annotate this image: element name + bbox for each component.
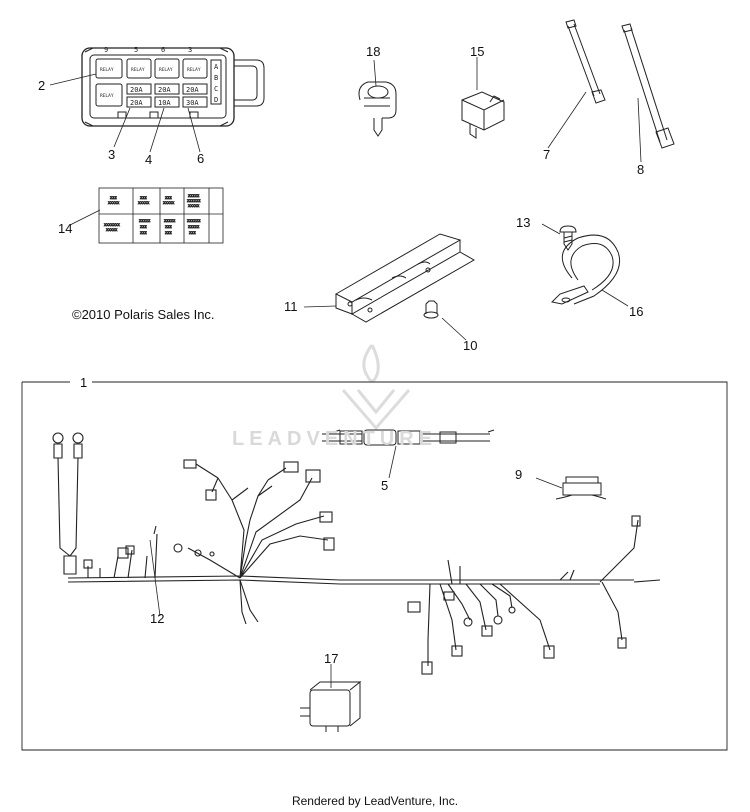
callout-3[interactable]: 3: [108, 147, 116, 162]
fuse-box-num-1: 5: [134, 46, 138, 54]
svg-text:ZZZ: ZZZ: [165, 225, 173, 229]
relay-label-4: RELAY: [100, 93, 114, 99]
fuse-box-num-2: 6: [161, 46, 165, 54]
svg-text:ZZZ: ZZZ: [165, 231, 173, 235]
circuit-breaker[interactable]: [555, 476, 607, 500]
svg-text:XXXXX: XXXXX: [106, 228, 118, 232]
callout-15[interactable]: 15: [470, 44, 485, 59]
callout-5[interactable]: 5: [381, 478, 389, 493]
relay-label-3: RELAY: [187, 67, 201, 73]
callout-8[interactable]: 8: [637, 162, 645, 177]
svg-text:XXXXX: XXXXX: [188, 204, 200, 208]
fuse-box-text: 9 5 6 3 RELAY RELAY RELAY RELAY RELAY 20…: [100, 46, 219, 107]
row-letter-a: A: [214, 63, 219, 71]
svg-text:ZZZZZZ: ZZZZZZ: [187, 199, 201, 203]
svg-text:ZZZ: ZZZ: [140, 225, 148, 229]
mounting-bracket[interactable]: [334, 233, 476, 323]
row-letter-c: C: [214, 85, 218, 93]
fuse-box-num-0: 9: [104, 46, 108, 54]
row-letter-b: B: [214, 74, 218, 82]
harness-clip[interactable]: [358, 81, 397, 137]
svg-text:ZZZ: ZZZ: [165, 196, 173, 200]
fuse-rating-0: 20A: [130, 86, 143, 94]
fuse-rating-5: 30A: [186, 99, 199, 107]
p-clamp[interactable]: [550, 234, 620, 305]
kit-border: [21, 381, 728, 751]
fuse-rating-1: 20A: [158, 86, 171, 94]
relay[interactable]: [300, 680, 362, 732]
callout-2[interactable]: 2: [38, 78, 46, 93]
copyright-text: ©2010 Polaris Sales Inc.: [72, 307, 215, 322]
watermark-text: LEADVENTURE: [232, 428, 438, 450]
svg-text:ZZZ: ZZZ: [140, 196, 148, 200]
screw[interactable]: [559, 225, 577, 251]
row-letter-d: D: [214, 96, 218, 104]
callout-13[interactable]: 13: [516, 215, 531, 230]
relay-label-1: RELAY: [131, 67, 145, 73]
callout-7[interactable]: 7: [543, 147, 551, 162]
relay-label-0: RELAY: [100, 67, 114, 73]
fuse-box[interactable]: [81, 47, 265, 127]
svg-text:XXXXX: XXXXX: [108, 201, 120, 205]
callout-11[interactable]: 11: [284, 299, 298, 314]
relay-label-2: RELAY: [159, 67, 173, 73]
callout-1[interactable]: 1: [80, 375, 88, 390]
leadventure-logo-watermark: [341, 344, 411, 431]
svg-text:ZZZZZ: ZZZZZ: [188, 225, 200, 229]
inline-fuse-holder[interactable]: [322, 429, 495, 446]
push-pin[interactable]: [423, 300, 439, 319]
callout-17[interactable]: 17: [324, 651, 339, 666]
svg-text:ZZZ: ZZZ: [189, 231, 197, 235]
callout-14[interactable]: 14: [58, 221, 73, 236]
svg-text:ZZZZZZ: ZZZZZZ: [187, 219, 201, 223]
callout-18[interactable]: 18: [366, 44, 381, 59]
svg-text:XXXXX: XXXXX: [138, 201, 150, 205]
fuse-box-num-3: 3: [188, 46, 192, 54]
main-harness[interactable]: [52, 432, 661, 675]
leader-lines: [49, 57, 642, 688]
callout-12[interactable]: 12: [150, 611, 165, 626]
fuse-rating-2: 20A: [186, 86, 199, 94]
cable-tie-8[interactable]: [621, 23, 675, 149]
callout-16[interactable]: 16: [629, 304, 644, 319]
svg-text:ZZZ: ZZZ: [110, 196, 118, 200]
callout-6[interactable]: 6: [197, 151, 205, 166]
footer-credit: Rendered by LeadVenture, Inc.: [291, 794, 459, 808]
wire-connector[interactable]: [461, 91, 505, 139]
fuse-rating-3: 20A: [130, 99, 143, 107]
svg-text:ZZZ: ZZZ: [140, 231, 148, 235]
cable-tie-7[interactable]: [565, 19, 606, 104]
callout-9[interactable]: 9: [515, 467, 523, 482]
fuse-rating-4: 10A: [158, 99, 171, 107]
svg-text:ZZZZZ: ZZZZZ: [164, 219, 176, 223]
svg-text:XXXXX: XXXXX: [163, 201, 175, 205]
svg-text:ZZZZZ: ZZZZZ: [188, 194, 200, 198]
callout-10[interactable]: 10: [463, 338, 478, 353]
callout-4[interactable]: 4: [145, 152, 153, 167]
svg-text:ZZZZZ: ZZZZZ: [139, 219, 151, 223]
svg-text:XXXXXXX: XXXXXXX: [104, 223, 121, 227]
